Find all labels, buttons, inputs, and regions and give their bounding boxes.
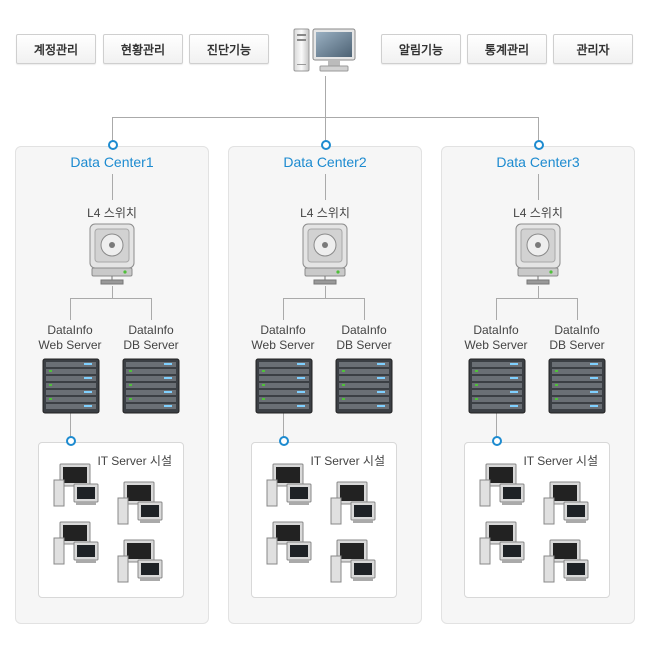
desktop-computer-icon (479, 521, 525, 565)
connection-node (66, 436, 76, 446)
db-server-label-line-1: DataInfo (554, 323, 600, 337)
desktop-computer-icon (266, 463, 312, 507)
it-server-label: IT Server 시설 (523, 454, 598, 468)
switch-label: L4 스위치 (513, 206, 563, 220)
web-server-rack-icon (468, 358, 526, 414)
desktop-computer-icon (479, 463, 525, 507)
db-server-label-line-1: DataInfo (128, 323, 174, 337)
menu-stats-mgmt-button[interactable]: 통계관리 (467, 34, 547, 64)
data-center-3-connectors (496, 174, 578, 440)
l4-switch-icon (89, 223, 135, 285)
desktop-computer-icon (53, 463, 99, 507)
menu-diagnosis-button[interactable]: 진단기능 (189, 34, 269, 64)
web-server-rack-icon (42, 358, 100, 414)
menu-alert-label: 알림기능 (398, 42, 444, 57)
it-server-computers (53, 463, 163, 583)
db-server-label-line-2: DB Server (549, 338, 605, 352)
menu-status-mgmt-label: 현황관리 (120, 42, 166, 57)
data-center-title: Data Center2 (283, 154, 367, 170)
db-server-label-line-2: DB Server (123, 338, 179, 352)
connection-node (108, 140, 118, 150)
web-server-label-line-2: Web Server (464, 338, 528, 352)
menu-diagnosis-label: 진단기능 (206, 42, 252, 57)
menu-admin-label: 관리자 (576, 42, 610, 57)
it-server-computers (266, 463, 376, 583)
desktop-computer-icon (117, 481, 163, 525)
db-server-rack-icon (122, 358, 180, 414)
desktop-computer-icon (117, 539, 163, 583)
main-computer-icon (293, 28, 356, 72)
web-server-label-line-1: DataInfo (473, 323, 519, 337)
web-server-label-line-2: Web Server (251, 338, 315, 352)
menu-admin-button[interactable]: 관리자 (553, 34, 633, 64)
menu-status-mgmt-button[interactable]: 현황관리 (103, 34, 183, 64)
desktop-computer-icon (330, 539, 376, 583)
connection-node (492, 436, 502, 446)
connection-node (534, 140, 544, 150)
web-server-label-line-2: Web Server (38, 338, 102, 352)
db-server-label-line-1: DataInfo (341, 323, 387, 337)
connection-node (279, 436, 289, 446)
desktop-computer-icon (330, 481, 376, 525)
switch-label: L4 스위치 (87, 206, 137, 220)
menu-account-mgmt-label: 계정관리 (33, 42, 79, 57)
data-center-title: Data Center3 (496, 154, 580, 170)
db-server-label-line-2: DB Server (336, 338, 392, 352)
it-server-computers (479, 463, 589, 583)
data-center-title: Data Center1 (70, 154, 154, 170)
connection-node (321, 140, 331, 150)
l4-switch-icon (302, 223, 348, 285)
desktop-computer-icon (543, 481, 589, 525)
menu-account-mgmt-button[interactable]: 계정관리 (16, 34, 96, 64)
switch-label: L4 스위치 (300, 206, 350, 220)
it-server-label: IT Server 시설 (310, 454, 385, 468)
menu-alert-button[interactable]: 알림기능 (381, 34, 461, 64)
l4-switch-icon (515, 223, 561, 285)
web-server-label-line-1: DataInfo (47, 323, 93, 337)
it-server-label: IT Server 시설 (97, 454, 172, 468)
web-server-label-line-1: DataInfo (260, 323, 306, 337)
data-center-2-connectors (283, 174, 365, 440)
desktop-computer-icon (266, 521, 312, 565)
desktop-computer-icon (543, 539, 589, 583)
menu-stats-mgmt-label: 통계관리 (484, 42, 530, 57)
db-server-rack-icon (548, 358, 606, 414)
web-server-rack-icon (255, 358, 313, 414)
data-center-1-connectors (70, 174, 152, 440)
desktop-computer-icon (53, 521, 99, 565)
db-server-rack-icon (335, 358, 393, 414)
